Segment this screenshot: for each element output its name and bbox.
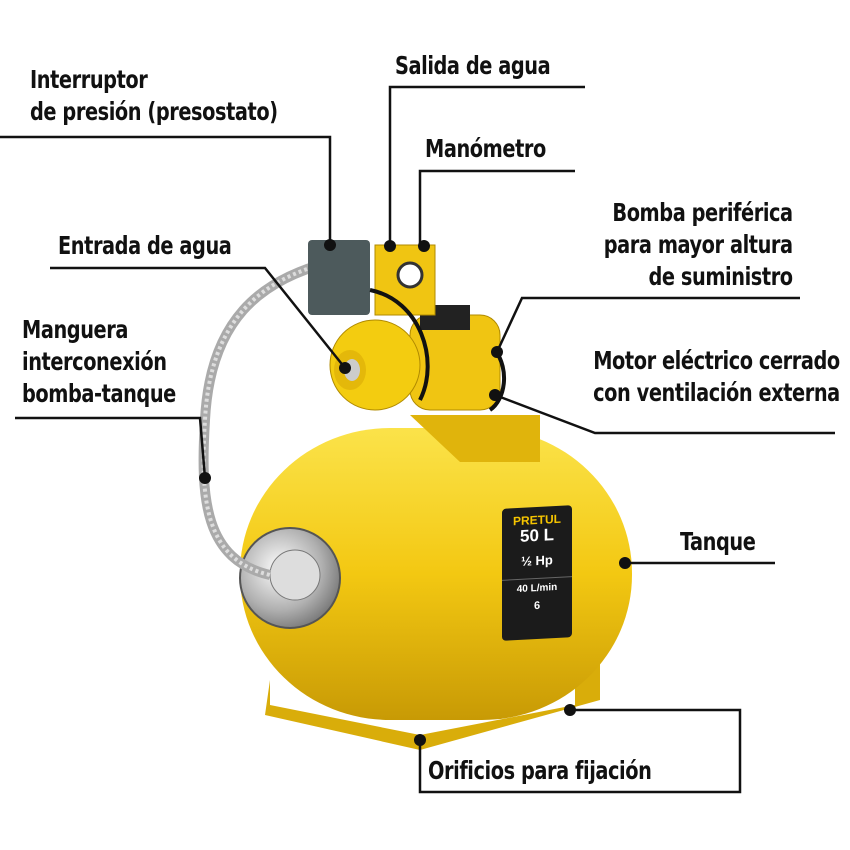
label-line: Manguera	[22, 315, 128, 344]
label-line: de presión (presostato)	[30, 97, 278, 126]
spec-plate: PRETUL 50 L ½ Hp 40 L/min 6	[502, 505, 572, 641]
tank-flange	[239, 527, 341, 629]
label-line: interconexión	[22, 347, 167, 376]
label-line: Interruptor	[30, 65, 148, 94]
label-water-outlet: Salida de agua	[395, 51, 551, 80]
capacity: 50 L	[519, 525, 555, 546]
label-line: Bomba periférica	[612, 198, 794, 227]
label-line: bomba-tanque	[22, 379, 176, 408]
tank	[240, 428, 632, 720]
label-mounting-holes: Orificios para fijación	[428, 756, 652, 785]
label-water-inlet: Entrada de agua	[58, 231, 232, 260]
leader-dots	[199, 239, 631, 746]
label-gauge: Manómetro	[425, 134, 546, 163]
flow: 40 L/min	[502, 576, 572, 596]
label-motor: Motor eléctrico cerrado con ventilación …	[593, 345, 840, 409]
label-line: Motor eléctrico cerrado	[593, 346, 840, 375]
pressure-switch	[308, 240, 370, 315]
outlets: 6	[533, 599, 541, 613]
label-line: con ventilación externa	[593, 378, 840, 407]
gauge	[396, 261, 424, 289]
label-hose: Manguera interconexión bomba-tanque	[22, 314, 176, 410]
label-line: para mayor altura	[604, 230, 793, 259]
label-pressure-switch: Interruptor de presión (presostato)	[30, 64, 278, 128]
label-tank: Tanque	[680, 527, 756, 556]
leader-lines	[0, 85, 835, 794]
label-line: de suministro	[648, 262, 794, 291]
label-pump: Bomba periférica para mayor altura de su…	[604, 197, 793, 293]
tank-feet	[265, 650, 600, 750]
power: ½ Hp	[521, 552, 553, 569]
